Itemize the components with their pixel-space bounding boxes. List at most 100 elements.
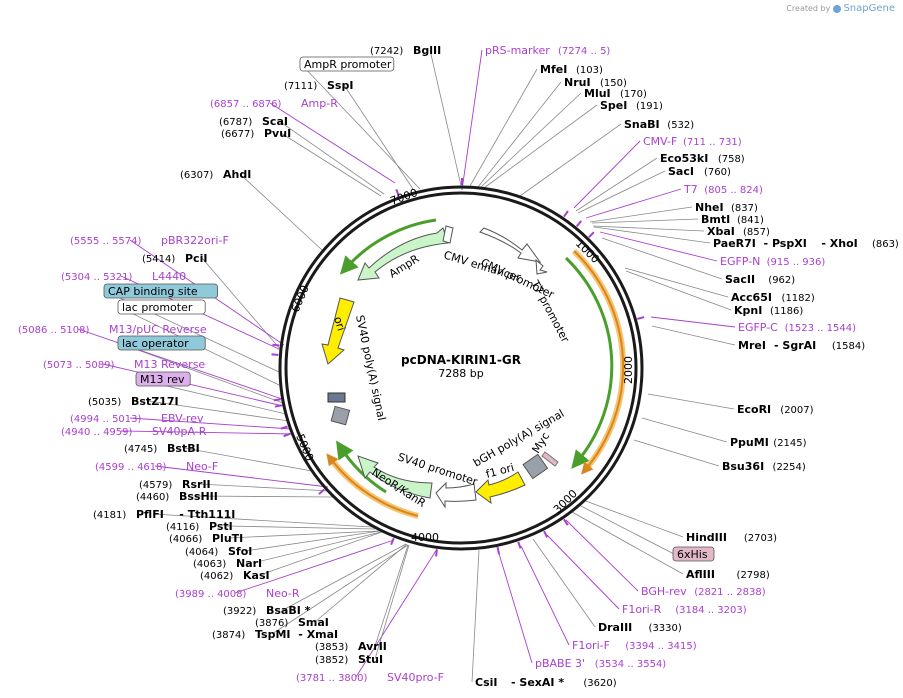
site-label-mreI[interactable]: MreI- SgrAI(1584) (738, 339, 865, 352)
site-label-sacII[interactable]: SacII(962) (725, 273, 795, 286)
site-label-egfp-n[interactable]: EGFP-N(915 .. 936) (720, 255, 825, 268)
site-label-egfp-c[interactable]: EGFP-C(1523 .. 1544) (738, 321, 856, 334)
site-label-snaBI[interactable]: SnaBI(532) (624, 118, 694, 131)
site-label-ampr-promoter[interactable]: AmpR promoter (299, 56, 395, 72)
site-label-ppuMI[interactable]: PpuMI(2145) (730, 436, 807, 449)
leader-ecoRI (647, 393, 735, 410)
site-label-acc65I[interactable]: Acc65I(1182) (731, 291, 815, 304)
site-label-t7[interactable]: T7(805 .. 824) (683, 183, 763, 196)
primer-tick-13 (280, 425, 288, 430)
site-label-m13rev[interactable]: M13 rev (135, 371, 191, 387)
site-name-bglII: BglII (413, 44, 441, 57)
leader-mfeI (469, 68, 538, 187)
primer-tick-8 (496, 547, 501, 555)
site-label-pbr322ori-f[interactable]: (5555 .. 5574)pBR322ori-F (70, 234, 229, 247)
site-label-sv40pa-r[interactable]: (4940 .. 4959)SV40pA-R (61, 425, 207, 438)
site-label-csiI[interactable]: CsiI- SexAI *(3620) (475, 676, 617, 689)
site-label-nheI[interactable]: NheI(837) (695, 201, 758, 214)
site-label-l4440[interactable]: (5304 .. 5321)L4440 (61, 270, 186, 283)
site-label-f1ori-f[interactable]: F1ori-F(3394 .. 3415) (572, 639, 697, 652)
site-name-ebv-rev: EBV-rev (161, 412, 204, 425)
leader-speI (483, 104, 598, 189)
site-label-m13puc-reverse[interactable]: (5086 .. 5108)M13/pUC Reverse (18, 323, 207, 336)
site-label-stuI[interactable]: (3852)StuI (315, 653, 383, 666)
site-label-narI[interactable]: (4063)NarI (193, 557, 262, 570)
site-label-pstI[interactable]: (4116)PstI (166, 520, 233, 533)
site-label-mluI[interactable]: MluI(170) (584, 87, 647, 100)
site-label-pciI[interactable]: (5414)PciI (142, 252, 207, 265)
site-label-kpnI[interactable]: KpnI(1186) (734, 304, 803, 317)
site-label-sv40pro-f[interactable]: (3781 .. 3800)SV40pro-F (296, 671, 444, 684)
site-coord-aflIII: (2798) (737, 570, 770, 581)
site-label-bsu36I[interactable]: Bsu36I(2254) (722, 460, 806, 473)
site-label-pluTI[interactable]: (4066)PluTI (169, 532, 243, 545)
site-name-tspMI: TspMI (255, 628, 291, 641)
site-label-bmtI[interactable]: BmtI(841) (701, 213, 764, 226)
site-label-xbaI[interactable]: XbaI(857) (707, 225, 770, 238)
site-name-amp-r: Amp-R (301, 97, 338, 110)
site-label-sfoI[interactable]: (4064)SfoI (185, 545, 252, 558)
site-name-sacI: SacI (668, 165, 694, 178)
site-name-bgh-rev: BGH-rev (641, 585, 687, 598)
orf-arc-green-1 (564, 256, 614, 469)
site-label-ecoRI[interactable]: EcoRI(2007) (737, 403, 814, 416)
site-label-box-lac-promoter (117, 299, 206, 315)
site-coord-kpnI: (1186) (770, 306, 803, 317)
site-label-ahdI[interactable]: (6307)AhdI (180, 168, 251, 181)
site-label-cmv-f[interactable]: CMV-F(711 .. 731) (643, 135, 742, 148)
site-label-speI[interactable]: SpeI(191) (600, 99, 663, 112)
site-label-m13reverse[interactable]: (5073 .. 5089)M13 Reverse (43, 358, 205, 371)
site-label-bgh-rev[interactable]: BGH-rev(2821 .. 2838) (641, 585, 766, 598)
site-label-bssHII[interactable]: (4460)BssHII (136, 490, 218, 503)
site-label-bstZ17I[interactable]: (5035)BstZ17I (88, 395, 179, 408)
site-label-lac-operator[interactable]: lac operator (117, 335, 206, 351)
site-label-hindIII[interactable]: HindIII(2703) (686, 531, 777, 544)
site-coord-cmv-f: (711 .. 731) (683, 137, 742, 148)
site-name3-paer7i: - XhoI (821, 237, 857, 250)
site-label-neo-f[interactable]: (4599 .. 4618)Neo-F (95, 460, 218, 473)
site-label-neo-r[interactable]: (3989 .. 4008)Neo-R (175, 587, 300, 600)
site-label-pflFI[interactable]: (4181)PflFI- Tth111I (93, 508, 235, 521)
site-label-6xhis[interactable]: 6xHis (672, 546, 715, 562)
site-label-bglII[interactable]: (7242)BglII (370, 44, 441, 57)
site-label-sspI[interactable]: (7111)SspI (284, 79, 353, 92)
site-label-mfeI[interactable]: MfeI(103) (540, 63, 603, 76)
site-label-f1ori-r[interactable]: F1ori-R(3184 .. 3203) (622, 603, 747, 616)
site-label-cap-binding-site[interactable]: CAP binding site (103, 283, 218, 299)
primer-tick-16 (271, 353, 279, 356)
site-name-lac-promoter: lac promoter (122, 301, 193, 314)
site-label-draIII[interactable]: DraIII(3330) (598, 621, 682, 634)
site-label-bsaBI[interactable]: (3922)BsaBI * (223, 604, 311, 617)
site-label-paer7i[interactable]: PaeR7I- PspXI- XhoI(863) (713, 237, 899, 250)
site-label-nruI[interactable]: NruI(150) (564, 76, 627, 89)
site-coord-bmtI: (841) (737, 215, 764, 226)
leader-egfp-c (650, 316, 736, 328)
primer-tick-10 (390, 537, 395, 546)
site-label-prs-marker[interactable]: pRS-marker(7274 .. 5) (485, 44, 610, 57)
site-label-avrII[interactable]: (3853)AvrII (315, 640, 387, 653)
site-label-pbabe3[interactable]: pBABE 3'(3534 .. 3554) (535, 657, 666, 670)
site-label-lac-promoter[interactable]: lac promoter (117, 299, 206, 315)
site-label-pvuI[interactable]: (6677)PvuI (221, 127, 291, 140)
site-label-sacI[interactable]: SacI(760) (668, 165, 731, 178)
site-label-bstBI[interactable]: (4745)BstBI (124, 442, 200, 455)
leader-ampr-promoter (300, 63, 421, 190)
site-label-smaI[interactable]: (3876)SmaI (255, 616, 329, 629)
site-label-ebv-rev[interactable]: (4994 .. 5013)EBV-rev (70, 412, 204, 425)
feature-label-sv40-polya: SV40 poly(A) signal (353, 314, 388, 422)
snapgene-logo-icon (832, 4, 841, 13)
site-name2-paer7i: - PspXI (764, 237, 807, 250)
bgh-polya-box (522, 453, 549, 480)
site-label-aflIII[interactable]: AflIII(2798) (686, 568, 770, 581)
site-label-eco53kI[interactable]: Eco53kI(758) (660, 152, 745, 165)
site-label-kasI[interactable]: (4062)KasI (200, 569, 270, 582)
primer-tick-12 (283, 432, 291, 438)
site-label-amp-r[interactable]: (6857 .. 6876)Amp-R (210, 97, 338, 110)
site-label-tspMI[interactable]: (3874)TspMI- XmaI (212, 628, 338, 641)
site-coord-avrII: (3853) (315, 642, 348, 653)
site-label-rsrII[interactable]: (4579)RsrII (139, 478, 211, 491)
leader-mreI (651, 325, 736, 346)
leader-sv40pa-r (120, 430, 294, 435)
site-name-csiI: CsiI (475, 676, 497, 689)
site-label-scaI[interactable]: (6787)ScaI (219, 115, 288, 128)
